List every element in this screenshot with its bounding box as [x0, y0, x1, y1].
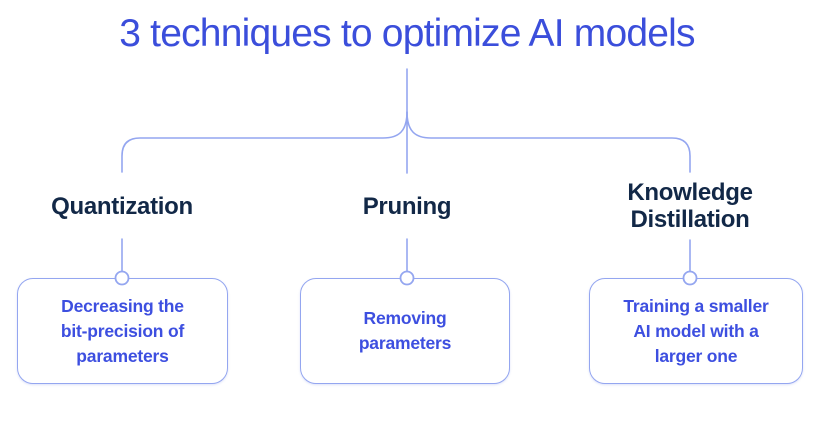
diagram-title: 3 techniques to optimize AI models	[119, 12, 695, 55]
branch-label-pruning: Pruning	[362, 192, 452, 220]
description-text-pruning: Removing parameters	[358, 308, 452, 353]
branch-label-quantization: Quantization	[51, 192, 193, 220]
branch-label-knowledge-distillation: Knowledge Distillation	[627, 179, 753, 233]
description-text-quantization: Decreasing the bit-precision of paramete…	[60, 295, 185, 366]
description-box-pruning: Removing parameters	[300, 278, 510, 384]
description-text-knowledge-distillation: Training a smaller AI model with a large…	[623, 295, 769, 366]
description-box-knowledge-distillation: Training a smaller AI model with a large…	[589, 278, 803, 384]
connector-branch-right-line	[406, 111, 691, 173]
description-box-quantization: Decreasing the bit-precision of paramete…	[17, 278, 228, 384]
connector-branch-left-line	[121, 111, 408, 173]
